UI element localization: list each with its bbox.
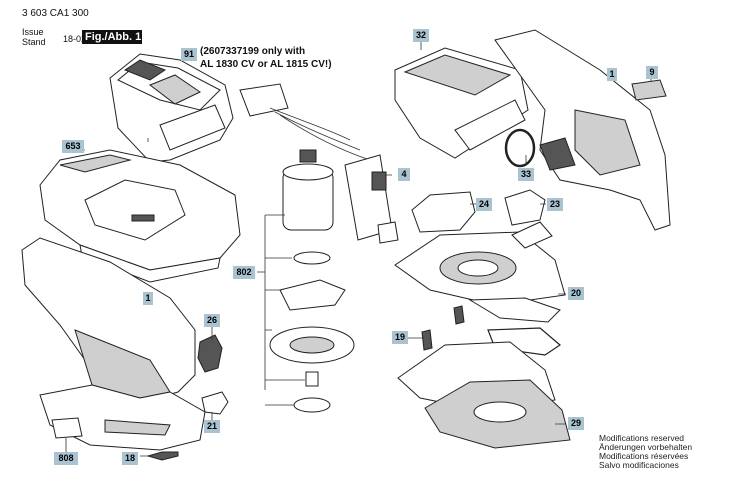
o-ring-33-drawing bbox=[504, 128, 536, 168]
modifications-line-1: Modifications reserved bbox=[599, 433, 685, 443]
part-label-26: 26 bbox=[204, 314, 220, 327]
screw-19-drawing bbox=[421, 329, 433, 351]
sanding-pads-drawing bbox=[397, 341, 571, 449]
note-line-2: AL 1830 CV or AL 1815 CV!) bbox=[200, 59, 332, 70]
modifications-line-2: Änderungen vorbehalten bbox=[599, 442, 693, 452]
bracket-23-drawing bbox=[504, 189, 546, 226]
motor-assembly-drawing bbox=[269, 149, 355, 413]
label-9-drawing bbox=[631, 79, 667, 101]
part-label-653: 653 bbox=[62, 140, 84, 153]
part-label-1-left: 1 bbox=[143, 292, 153, 305]
rear-housing-drawing bbox=[494, 29, 671, 231]
small-screw-drawing bbox=[453, 305, 465, 325]
modifications-line-3: Modifications réservées bbox=[599, 451, 689, 461]
screw-18-drawing bbox=[146, 451, 179, 461]
part-label-32: 32 bbox=[413, 29, 429, 42]
note-line-1: (2607337199 only with bbox=[200, 46, 306, 57]
figure-label: Fig./Abb. 1 bbox=[82, 30, 142, 44]
part-label-18: 18 bbox=[122, 452, 138, 465]
lever-21-drawing bbox=[201, 391, 229, 415]
main-housing-drawing bbox=[21, 237, 206, 451]
clip-26-drawing bbox=[197, 334, 223, 373]
battery-pack-drawing bbox=[109, 53, 234, 163]
part-label-1-right: 1 bbox=[607, 68, 617, 81]
part-label-21: 21 bbox=[204, 420, 220, 433]
base-plate-drawing bbox=[394, 231, 566, 323]
charger-drawing bbox=[39, 149, 241, 283]
issue-label: Issue bbox=[22, 27, 44, 37]
part-label-19: 19 bbox=[392, 331, 408, 344]
part-label-33: 33 bbox=[518, 168, 534, 181]
wedge-drawing bbox=[511, 221, 553, 249]
modifications-line-4: Salvo modificaciones bbox=[599, 460, 679, 470]
part-label-802: 802 bbox=[233, 266, 255, 279]
part-label-9: 9 bbox=[646, 66, 658, 79]
top-cover-drawing bbox=[394, 47, 529, 159]
part-label-24: 24 bbox=[476, 198, 492, 211]
label-808-drawing bbox=[51, 417, 83, 439]
stand-label: Stand bbox=[22, 37, 46, 47]
part-label-4: 4 bbox=[398, 168, 410, 181]
part-label-23: 23 bbox=[547, 198, 563, 211]
drawing-number: 3 603 CA1 300 bbox=[22, 8, 89, 19]
part-label-808: 808 bbox=[54, 452, 78, 465]
part-label-20: 20 bbox=[568, 287, 584, 300]
bracket-24-drawing bbox=[411, 191, 476, 233]
issue-date: 18-02-01 bbox=[63, 34, 99, 44]
part-label-91: 91 bbox=[181, 48, 197, 61]
part-label-29: 29 bbox=[568, 417, 584, 430]
cable-harness-drawing bbox=[239, 83, 399, 244]
